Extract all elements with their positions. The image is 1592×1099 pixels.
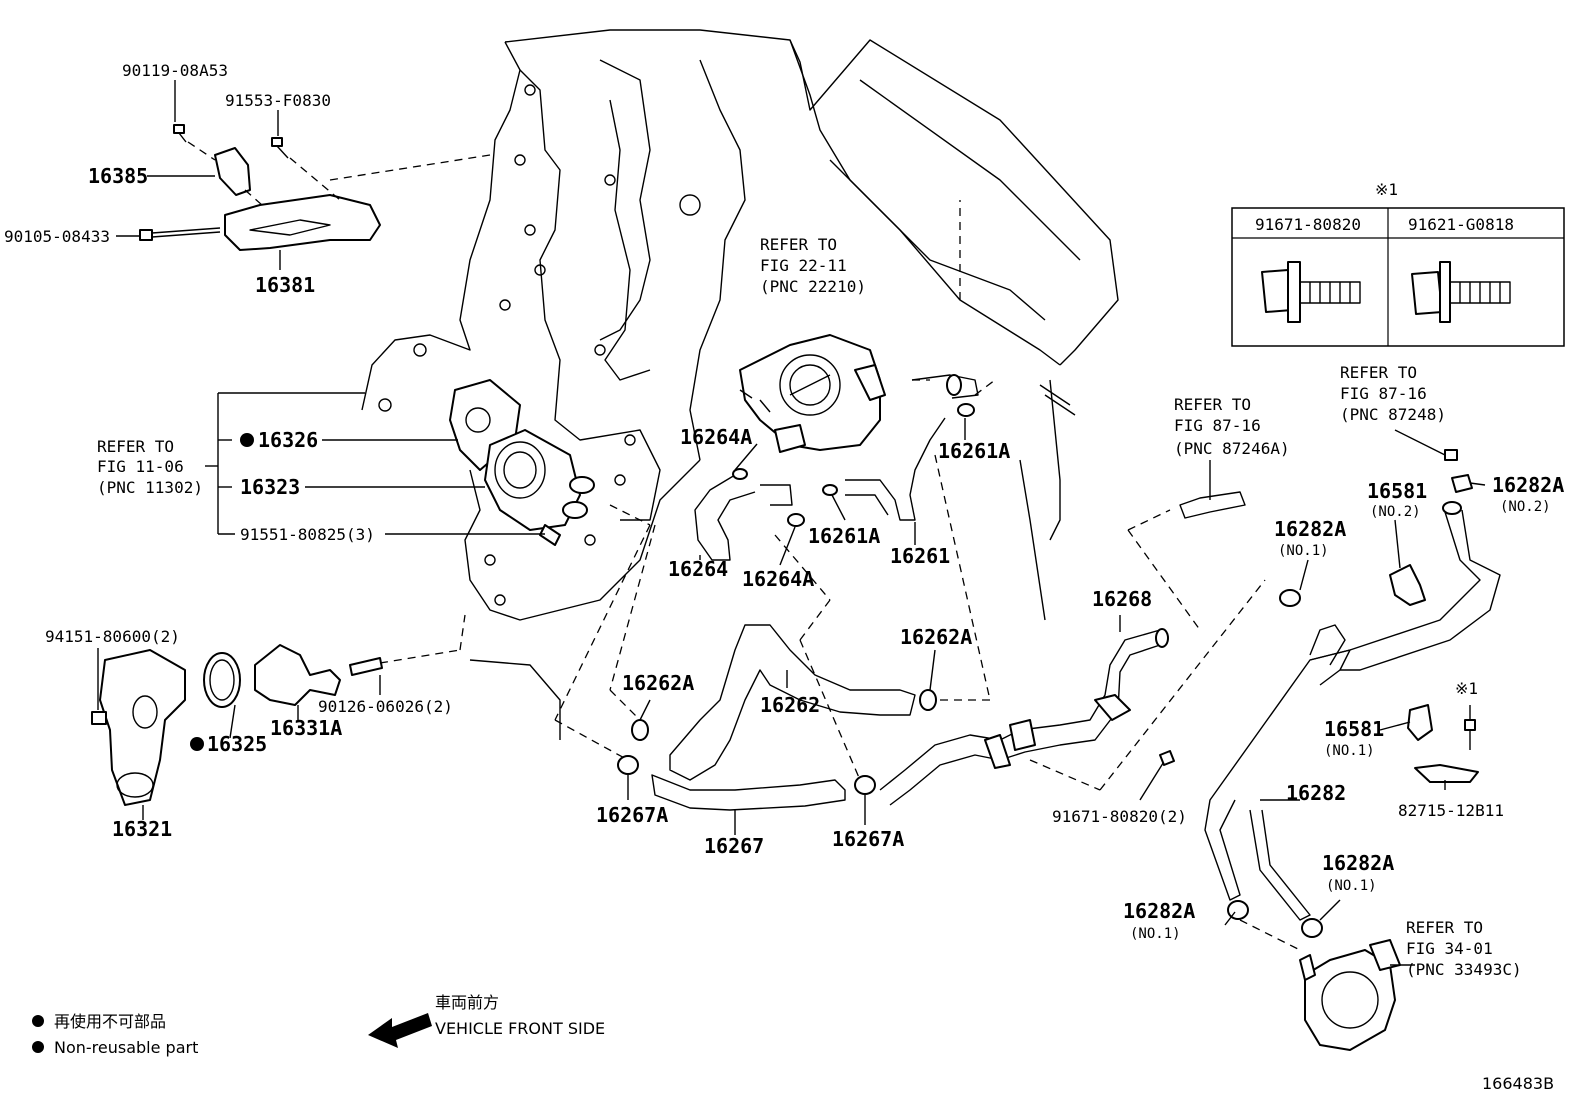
refer-fig-34-01-line2: FIG 34-01 <box>1406 939 1493 958</box>
throttle-body <box>739 334 886 453</box>
label-16262: 16262 <box>760 693 820 717</box>
label-16264A-top: 16264A <box>680 425 752 449</box>
label-94151-80600: 94151-80600(2) <box>45 627 180 646</box>
label-16282A-no1-top: 16282A <box>1274 517 1346 541</box>
figure-id: 166483B <box>1482 1074 1554 1093</box>
refer-fig-87-16a-line3: (PNC 87246A) <box>1174 439 1290 458</box>
lower-right-component <box>1239 919 1401 1051</box>
hose-group-lower <box>617 624 1169 811</box>
washer-bolt-icon <box>1411 261 1511 323</box>
label-90126-06026: 90126-06026(2) <box>318 697 453 716</box>
refer-fig-87-16b-line2: FIG 87-16 <box>1340 384 1427 403</box>
flange-bolt-icon <box>1261 261 1361 323</box>
label-16321: 16321 <box>112 817 172 841</box>
label-16264: 16264 <box>668 557 728 581</box>
bolt-90119-icon <box>173 124 185 134</box>
label-16581-no2: 16581 <box>1367 479 1427 503</box>
bolt-table: ※1 91671-80820 91621-G0818 <box>1231 180 1565 347</box>
label-91551-80825: 91551-80825(3) <box>240 525 375 544</box>
bypass-pipe <box>1179 449 1501 938</box>
label-16581-no1-sub: (NO.1) <box>1324 743 1375 759</box>
label-16325: 16325 <box>207 732 267 756</box>
label-16581-no1: 16581 <box>1324 717 1384 741</box>
label-16261A-mid: 16261A <box>808 524 880 548</box>
label-16282A-no1-mid-sub: (NO.1) <box>1326 878 1377 894</box>
non-reusable-dot-16325 <box>190 737 204 751</box>
label-16262A-right: 16262A <box>900 625 972 649</box>
refer-fig-87-16a-line1: REFER TO <box>1174 395 1251 414</box>
front-arrow-icon <box>368 1013 432 1048</box>
label-ref1-marker: ※1 <box>1455 679 1478 698</box>
label-16282A-no2: 16282A <box>1492 473 1564 497</box>
legend-en: Non-reusable part <box>54 1038 198 1057</box>
legend-jp: 再使用不可部品 <box>54 1012 166 1031</box>
engine-block <box>361 29 1119 740</box>
label-16326: 16326 <box>258 428 318 452</box>
label-16261: 16261 <box>890 544 950 568</box>
label-16267A-left: 16267A <box>596 803 668 827</box>
refer-fig-87-16b-line1: REFER TO <box>1340 363 1417 382</box>
label-16282A-no1-left: 16282A <box>1123 899 1195 923</box>
refer-fig-87-16b-line3: (PNC 87248) <box>1340 405 1446 424</box>
legend-dot-1 <box>32 1015 44 1027</box>
label-90119-08A53: 90119-08A53 <box>122 61 228 80</box>
refer-fig-22-11-line1: REFER TO <box>760 235 837 254</box>
label-16385: 16385 <box>88 164 148 188</box>
label-91553-F0830: 91553-F0830 <box>225 91 331 110</box>
label-16282A-no1-mid: 16282A <box>1322 851 1394 875</box>
label-16262A-left: 16262A <box>622 671 694 695</box>
bolt-91553-icon <box>271 137 283 147</box>
leader-lines <box>97 80 1486 966</box>
table-mark: ※1 <box>1375 180 1398 199</box>
refer-fig-22-11-line3: (PNC 22210) <box>760 277 866 296</box>
legend-dot-2 <box>32 1041 44 1053</box>
refer-fig-11-06-line2: FIG 11-06 <box>97 457 184 476</box>
label-82715-12B11: 82715-12B11 <box>1398 801 1504 820</box>
bracket-16381-icon <box>224 194 381 251</box>
table-col1-header: 91671-80820 <box>1255 215 1361 234</box>
refer-fig-11-06-line1: REFER TO <box>97 437 174 456</box>
label-90105-08433: 90105-08433 <box>4 227 110 246</box>
legend: 再使用不可部品 Non-reusable part 車両前方 VEHICLE F… <box>32 993 1554 1093</box>
nut-94151-icon <box>91 711 107 725</box>
refer-fig-34-01-line3: (PNC 33493C) <box>1406 960 1522 979</box>
label-16261A-top: 16261A <box>938 439 1010 463</box>
arrow-label-en: VEHICLE FRONT SIDE <box>435 1019 605 1038</box>
guide-lines <box>554 200 1266 791</box>
label-16581-no2-sub: (NO.2) <box>1370 504 1421 520</box>
refer-fig-22-11-line2: FIG 22-11 <box>760 256 847 275</box>
label-16323: 16323 <box>240 475 300 499</box>
label-16268: 16268 <box>1092 587 1152 611</box>
label-16264A-bottom: 16264A <box>742 567 814 591</box>
label-16331A: 16331A <box>270 716 342 740</box>
stud-90126-icon <box>349 657 383 676</box>
table-col2-header: 91621-G0818 <box>1408 215 1514 234</box>
bolt-90105-icon <box>139 229 153 241</box>
thermostat-16331A-icon <box>254 644 341 706</box>
label-16282A-no1-left-sub: (NO.1) <box>1130 926 1181 942</box>
non-reusable-dot-16326 <box>240 433 254 447</box>
label-16267: 16267 <box>704 834 764 858</box>
label-16381: 16381 <box>255 273 315 297</box>
label-16267A-right: 16267A <box>832 827 904 851</box>
bolt-91551-icon <box>539 524 561 546</box>
water-inlet-group <box>91 379 595 806</box>
arrow-label-jp: 車両前方 <box>435 993 499 1012</box>
bracket-16385-icon <box>214 147 251 196</box>
label-16282A-no1-top-sub: (NO.1) <box>1278 543 1329 559</box>
label-16282: 16282 <box>1286 781 1346 805</box>
label-91671-80820: 91671-80820(2) <box>1052 807 1187 826</box>
refer-fig-11-06-line3: (PNC 11302) <box>97 478 203 497</box>
refer-fig-34-01-line1: REFER TO <box>1406 918 1483 937</box>
labels: 90119-08A53 91553-F0830 16385 90105-0843… <box>4 61 1564 979</box>
refer-fig-87-16a-line2: FIG 87-16 <box>1174 416 1261 435</box>
hose-group-upper <box>694 374 996 561</box>
label-16282A-no2-sub: (NO.2) <box>1500 499 1551 515</box>
bracket-group <box>139 124 491 251</box>
